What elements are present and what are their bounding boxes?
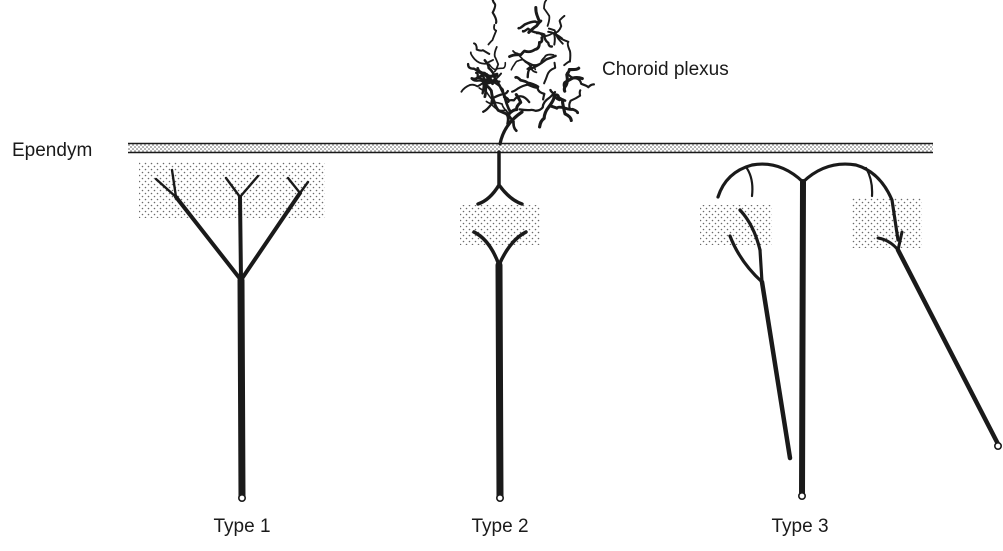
choroid-plexus-tuft bbox=[461, 0, 594, 144]
plexus-strand bbox=[493, 0, 497, 23]
type3-label: Type 3 bbox=[771, 516, 828, 537]
plexus-strand bbox=[495, 47, 499, 72]
plexus-strand bbox=[544, 63, 555, 84]
type1-vessel bbox=[139, 162, 325, 501]
type2-label: Type 2 bbox=[471, 516, 528, 537]
plexus-strand bbox=[474, 43, 489, 54]
choroid-plexus-label: Choroid plexus bbox=[602, 59, 729, 80]
type2-vessel bbox=[460, 152, 540, 501]
ependym-layer bbox=[128, 144, 933, 153]
plexus-strand bbox=[527, 55, 553, 69]
plexus-strand bbox=[569, 90, 580, 109]
plexus-strand bbox=[510, 38, 542, 57]
plexus-strand bbox=[488, 25, 496, 45]
plexus-strand bbox=[549, 29, 563, 44]
plexus-strand bbox=[529, 8, 540, 33]
plexus-strand bbox=[484, 84, 509, 123]
ependym-label: Ependym bbox=[12, 140, 92, 161]
type2-stippled-zone bbox=[460, 205, 540, 245]
plexus-strand bbox=[544, 0, 555, 26]
plexus-strand bbox=[548, 32, 570, 65]
type1-label: Type 1 bbox=[213, 516, 270, 537]
type3-vessel bbox=[700, 164, 1001, 499]
plexus-strand bbox=[540, 97, 554, 127]
type3-left-stippled-zone bbox=[700, 205, 772, 245]
